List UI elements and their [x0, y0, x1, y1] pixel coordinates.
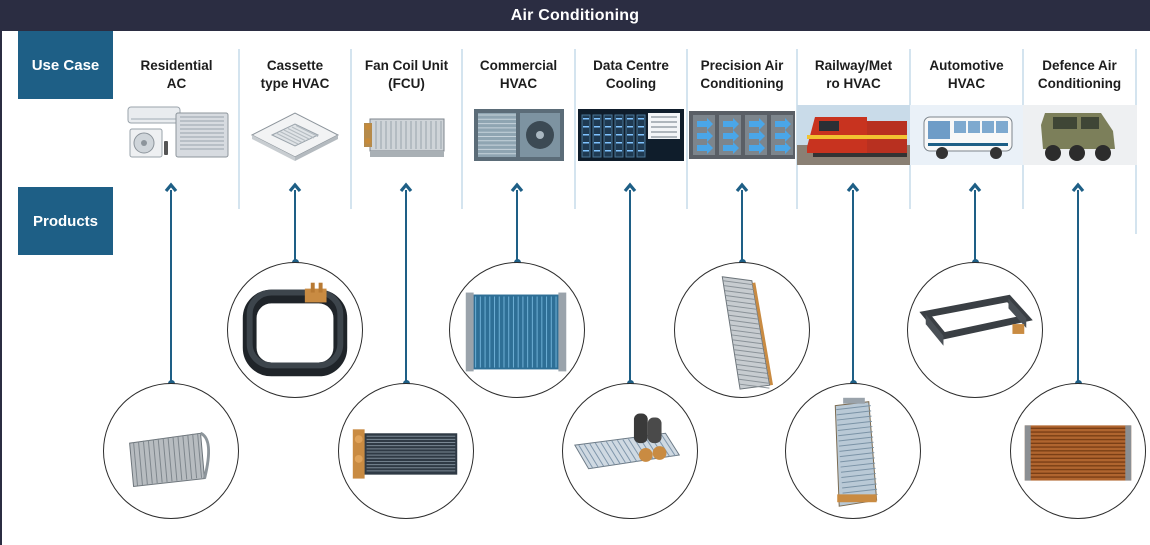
chevron-up-icon: [735, 180, 749, 193]
connector-line: [294, 190, 296, 262]
fan-coil-unit-icon: [350, 105, 464, 165]
use-case-title-line1: Railway/Met: [814, 58, 893, 73]
blue-fin-coil-icon: [449, 262, 585, 398]
use-case-title-line2: (FCU): [388, 76, 425, 91]
railway-hvac-icon: [796, 105, 911, 165]
chevron-up-icon: [510, 180, 524, 193]
products-label: Products: [18, 187, 113, 255]
copper-coil-icon: [1010, 383, 1146, 519]
left-border: [0, 31, 2, 545]
condenser-coil-icon: [562, 383, 698, 519]
use-case-title-line2: type HVAC: [260, 76, 330, 91]
data-centre-icon: [574, 105, 688, 165]
ring-coil-icon: [227, 262, 363, 398]
defence-vehicle-icon: [1022, 105, 1137, 165]
chevron-up-icon: [288, 180, 302, 193]
use-case-title-line1: Data Centre: [593, 58, 669, 73]
use-case-label: Use Case: [18, 31, 113, 99]
chevron-up-icon: [968, 180, 982, 193]
use-case-title-line2: Conditioning: [1037, 76, 1122, 91]
cassette-hvac-icon: [238, 105, 352, 165]
connector-line: [1077, 190, 1079, 383]
use-case-column: Fan Coil Unit (FCU): [352, 49, 463, 209]
use-case-title: Fan Coil Unit (FCU): [352, 57, 461, 93]
use-case-title-line1: Precision Air: [700, 58, 784, 73]
automotive-hvac-icon: [909, 105, 1024, 165]
chevron-up-icon: [399, 180, 413, 193]
tall-coil-icon: [674, 262, 810, 398]
use-case-title-line1: Automotive: [929, 58, 1004, 73]
residential-ac-icon: [120, 105, 234, 165]
fcu-coil-icon: [338, 383, 474, 519]
use-case-title-line2: HVAC: [947, 76, 986, 91]
use-case-title: Railway/Met ro HVAC: [798, 57, 909, 93]
chevron-up-icon: [164, 180, 178, 193]
connector-line: [516, 190, 518, 262]
use-case-title-line1: Defence Air: [1042, 58, 1117, 73]
use-case-column: Railway/Met ro HVAC: [796, 49, 911, 209]
use-case-title-line2: ro HVAC: [826, 76, 881, 91]
connector-line: [852, 190, 854, 383]
slab-coil-icon: [785, 383, 921, 519]
use-case-title-line1: Commercial: [479, 58, 558, 73]
commercial-hvac-icon: [462, 105, 576, 165]
use-case-title-line2: HVAC: [499, 76, 538, 91]
frame-coil-icon: [907, 262, 1043, 398]
connector-line: [974, 190, 976, 262]
connector-line: [629, 190, 631, 383]
use-case-title-line2: AC: [166, 76, 187, 91]
connector-line: [170, 190, 172, 383]
use-case-title-line2: Cooling: [605, 76, 657, 91]
chevron-up-icon: [623, 180, 637, 193]
use-case-title-line1: Residential: [140, 58, 213, 73]
chevron-up-icon: [1071, 180, 1085, 193]
bent-coil-icon: [103, 383, 239, 519]
precision-ac-icon: [685, 105, 799, 165]
connector-line: [741, 190, 743, 262]
use-case-title: Cassette type HVAC: [240, 57, 350, 93]
chevron-up-icon: [846, 180, 860, 193]
use-case-title-line1: Cassette: [266, 58, 324, 73]
connector-line: [405, 190, 407, 383]
use-case-title-line1: Fan Coil Unit: [364, 58, 449, 73]
use-case-column: Cassette type HVAC: [240, 49, 352, 209]
use-case-title-line2: Conditioning: [700, 76, 784, 91]
page-title: Air Conditioning: [0, 0, 1150, 31]
